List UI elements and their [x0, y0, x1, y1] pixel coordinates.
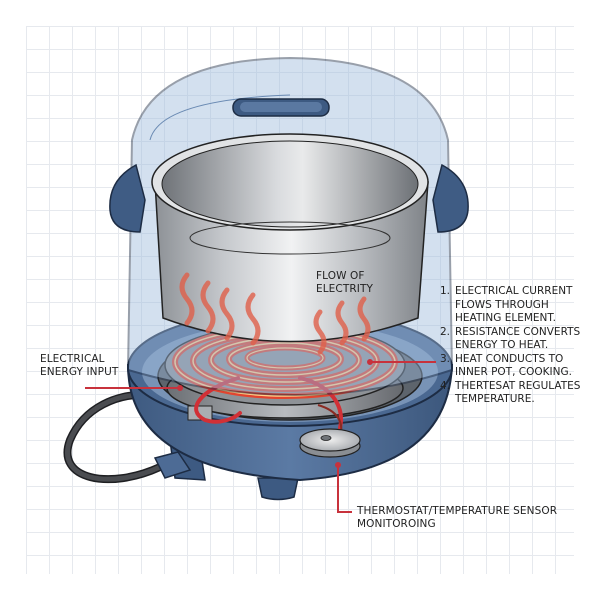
- step-2: 2.RESISTANCE CONVERTS ENERGY TO HEAT.: [440, 325, 581, 352]
- thermostat-sensor: [299, 428, 361, 458]
- flow-of-electricity-label: FLOW OF ELECTRITY: [316, 270, 373, 295]
- step-3: 3.HEAT CONDUCTS TO INNER POT, COOKING.: [440, 352, 572, 379]
- base-foot: [257, 477, 299, 501]
- thermostat-label: THERMOSTAT/TEMPERATURE SENSOR MONITOROIN…: [357, 505, 558, 530]
- side-handle-left: [109, 163, 146, 233]
- process-steps-list: 1.ELECTRICAL CURRENT FLOWS THROUGH HEATI…: [440, 285, 595, 407]
- electrical-energy-input-label: ELECTRICAL ENERGY INPUT: [40, 353, 119, 378]
- leader-lines: [85, 359, 436, 513]
- step-1: 1.ELECTRICAL CURRENT FLOWS THROUGH HEATI…: [440, 285, 573, 324]
- side-handle-right: [432, 163, 469, 233]
- step-4: 4.THERTESAT REGULATES TEMPERATURE.: [440, 379, 581, 406]
- heat-waves: [179, 272, 371, 355]
